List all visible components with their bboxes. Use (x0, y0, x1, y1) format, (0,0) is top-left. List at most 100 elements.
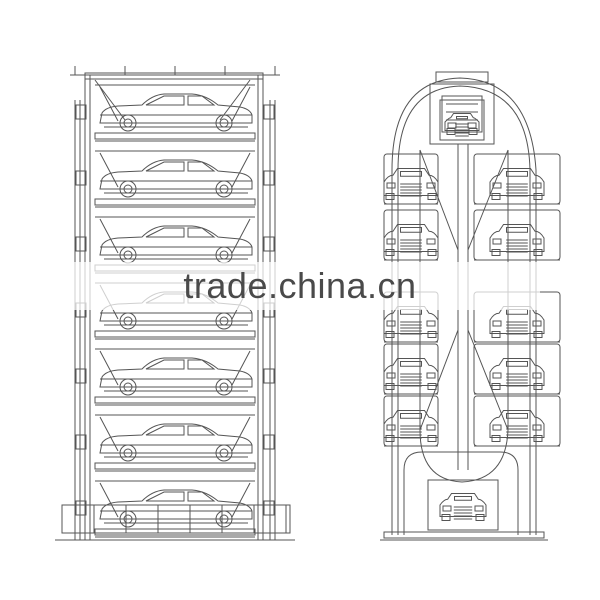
car-wheel (533, 249, 543, 256)
car-wheel (533, 383, 543, 390)
car-wheel (385, 193, 395, 200)
car-front (489, 168, 545, 200)
car-wheel (119, 312, 137, 330)
car-windshield (506, 171, 528, 177)
pallet (94, 462, 256, 470)
car-windshield (506, 309, 528, 315)
car-wheel (215, 444, 233, 462)
car-body (489, 224, 545, 252)
car-wheel (533, 331, 543, 338)
car-headlight (492, 182, 502, 189)
car-side (99, 423, 253, 462)
car-body (383, 358, 439, 386)
pallet-hanger (231, 218, 251, 254)
car-windows (145, 425, 216, 436)
car-headlight (426, 372, 436, 379)
top-beam (84, 72, 264, 80)
car-body (99, 423, 253, 454)
car-front (383, 168, 439, 200)
side-bracket (75, 434, 87, 450)
car-front (489, 224, 545, 256)
brace (419, 329, 459, 431)
car-windshield (456, 116, 468, 120)
side-bracket (263, 434, 275, 450)
car-headlight (442, 505, 452, 512)
side-bracket (263, 368, 275, 384)
car-body (383, 168, 439, 196)
car-wheel (491, 383, 501, 390)
pallet (94, 528, 256, 536)
car-headlight (386, 372, 396, 379)
car-body (489, 358, 545, 386)
car-wheel (533, 435, 543, 442)
car-front (439, 493, 487, 521)
pallet (94, 396, 256, 404)
car-windshield (400, 309, 422, 315)
car-body (383, 410, 439, 438)
pallet-hanger (231, 416, 251, 452)
car-headlight (532, 372, 542, 379)
car-wheel (468, 128, 478, 135)
car-wheel (119, 444, 137, 462)
side-bracket (75, 368, 87, 384)
car-headlight (386, 238, 396, 245)
car-windows (145, 491, 216, 502)
car-front (383, 306, 439, 338)
car-side (99, 357, 253, 396)
side-bracket (75, 500, 87, 516)
car-wheel (385, 331, 395, 338)
chain-track (419, 150, 509, 483)
outer-tower (391, 77, 537, 535)
brace (419, 149, 459, 251)
car-windows (145, 359, 216, 370)
car-windows (145, 161, 216, 172)
pallet-hanger (231, 350, 251, 386)
car-body (489, 168, 545, 196)
car-wheel (441, 514, 451, 521)
car-windshield (506, 413, 528, 419)
pallet-hanger (99, 86, 119, 122)
car-windshield (454, 496, 472, 501)
side-bracket (263, 236, 275, 252)
car-headlight (532, 320, 542, 327)
car-body (439, 493, 487, 517)
car-headlight (386, 182, 396, 189)
hanger (94, 79, 126, 121)
car-wheel (427, 249, 437, 256)
car-wheel (385, 435, 395, 442)
side-elevation-view (55, 66, 295, 541)
car-wheel (491, 435, 501, 442)
car-body (444, 113, 480, 131)
brace (467, 149, 509, 251)
car-windshield (400, 171, 422, 177)
car-wheel (215, 114, 233, 132)
car-headlight (492, 424, 502, 431)
car-wheel (119, 378, 137, 396)
car-front (489, 410, 545, 442)
car-windshield (506, 227, 528, 233)
car-wheel (491, 249, 501, 256)
side-bracket (263, 170, 275, 186)
pallet-hanger (99, 350, 119, 386)
car-headlight (532, 182, 542, 189)
car-wheel (533, 193, 543, 200)
car-wheel (427, 193, 437, 200)
car-headlight (467, 122, 477, 129)
car-wheel (215, 378, 233, 396)
car-wheel (215, 510, 233, 528)
pallet-hanger (231, 482, 251, 518)
car-body (99, 225, 253, 256)
car-headlight (386, 424, 396, 431)
car-wheel (215, 312, 233, 330)
car-headlight (386, 320, 396, 327)
car-wheel (385, 383, 395, 390)
side-bracket (263, 104, 275, 120)
pallet (94, 198, 256, 206)
drive-unit (429, 83, 495, 145)
car-wheel (119, 180, 137, 198)
outer-tower-inner (397, 85, 531, 535)
car-headlight (474, 505, 484, 512)
pallet-hanger (99, 152, 119, 188)
car-body (383, 224, 439, 252)
car-headlight (492, 320, 502, 327)
